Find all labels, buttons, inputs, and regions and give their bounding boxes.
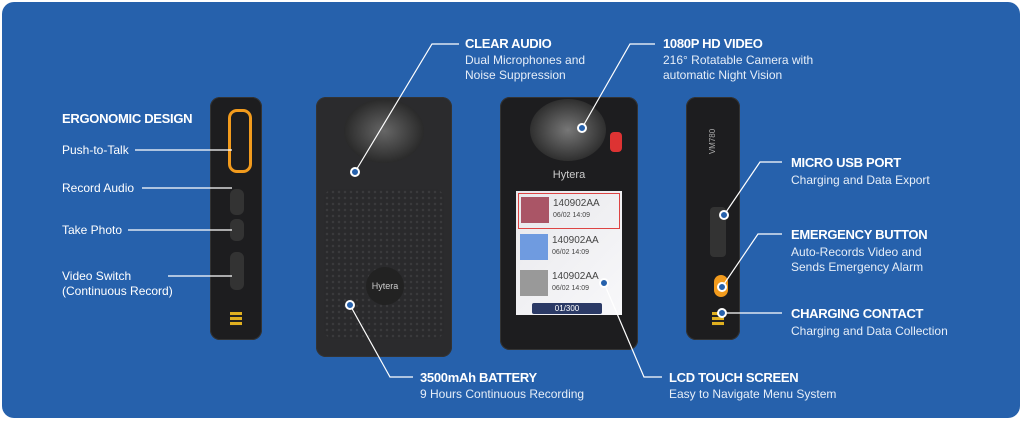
charging-desc: Charging and Data Collection [791, 324, 948, 338]
lcd-desc: Easy to Navigate Menu System [669, 387, 837, 401]
label-video-switch: Video Switch [62, 269, 132, 283]
charging-contacts [230, 312, 242, 326]
audio-title: CLEAR AUDIO [465, 36, 552, 51]
page-indicator: 01/300 [532, 303, 602, 314]
usb-desc: Charging and Data Export [791, 173, 930, 187]
video-title: 1080P HD VIDEO [663, 36, 763, 51]
lcd-title: LCD TOUCH SCREEN [669, 370, 799, 385]
video-switch [230, 252, 244, 290]
brand-logo-back: Hytera [366, 267, 404, 305]
ergonomic-title: ERGONOMIC DESIGN [62, 111, 193, 126]
emergency-desc: Auto-Records Video and [791, 245, 922, 259]
device-left-side [210, 97, 262, 340]
file-item[interactable]: 140902AA 06/02 14:09 [518, 193, 620, 229]
label-continuous: (Continuous Record) [62, 284, 173, 298]
label-ptt: Push-to-Talk [62, 143, 129, 157]
video-desc: automatic Night Vision [663, 68, 783, 82]
device-right-side: VM780 [686, 97, 740, 340]
video-desc: 216° Rotatable Camera with [663, 53, 814, 67]
take-photo-button [230, 219, 244, 241]
emergency-led [610, 132, 622, 152]
file-item[interactable]: 140902AA 06/02 14:09 [518, 231, 618, 265]
charging-title: CHARGING CONTACT [791, 306, 924, 321]
battery-desc: 9 Hours Continuous Recording [420, 387, 585, 401]
ptt-button [228, 109, 252, 173]
label-record-audio: Record Audio [62, 181, 135, 195]
emergency-desc: Sends Emergency Alarm [791, 260, 924, 274]
label-take-photo: Take Photo [62, 223, 123, 237]
device-back: Hytera [316, 97, 452, 357]
camera-lens [344, 99, 424, 163]
brand-logo-front: Hytera [552, 169, 586, 181]
battery-title: 3500mAh BATTERY [420, 370, 537, 385]
lcd-screen[interactable]: 140902AA 06/02 14:09 140902AA 06/02 14:0… [516, 191, 622, 315]
audio-desc: Dual Microphones and [465, 53, 586, 67]
device-front: Hytera 140902AA 06/02 14:09 140902AA 06/… [500, 97, 638, 350]
usb-title: MICRO USB PORT [791, 155, 901, 170]
file-item[interactable]: 140902AA 06/02 14:09 [518, 267, 618, 301]
record-audio-button [230, 189, 244, 215]
battery-cover [324, 189, 444, 339]
audio-desc: Noise Suppression [465, 68, 566, 82]
emergency-title: EMERGENCY BUTTON [791, 227, 928, 242]
